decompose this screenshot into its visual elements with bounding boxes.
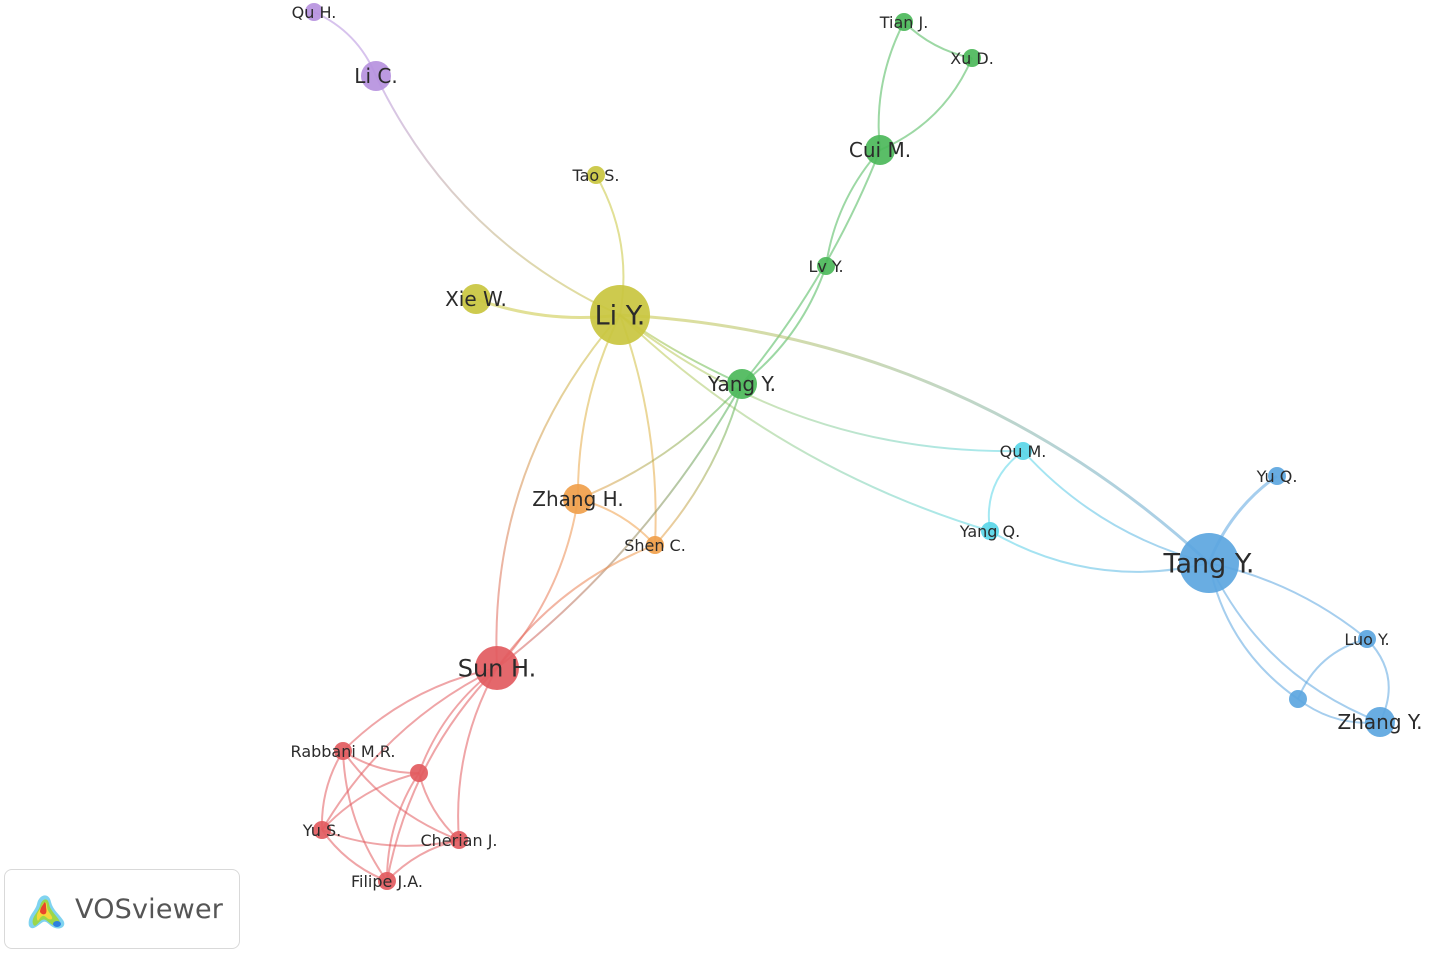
link-luo_y-blue_anon [1297, 638, 1368, 700]
label-zhang_y: Zhang Y. [1338, 710, 1423, 734]
link-sun_h-yu_s [321, 667, 498, 831]
node-rabbani[interactable] [334, 742, 352, 760]
node-cui_m[interactable] [865, 135, 895, 165]
label-shen_c: Shen C. [624, 536, 686, 555]
node-qu_h[interactable] [305, 3, 323, 21]
link-red_anon-filipe_ja [385, 772, 420, 882]
node-xu_d[interactable] [963, 49, 981, 67]
label-sun_h: Sun H. [458, 655, 537, 683]
label-luo_y: Luo Y. [1344, 630, 1389, 649]
node-zhang_y[interactable] [1365, 707, 1395, 737]
label-filipe_ja: Filipe J.A. [351, 872, 423, 891]
node-lv_y[interactable] [817, 257, 835, 275]
link-yang_y-sun_h [496, 383, 743, 669]
node-yang_q[interactable] [981, 522, 999, 540]
label-tian_j: Tian J. [879, 13, 929, 32]
link-tian_j-cui_m [877, 21, 905, 151]
link-qu_m-tang_y [1022, 450, 1210, 564]
node-yang_y[interactable] [727, 369, 757, 399]
node-xie_w[interactable] [461, 284, 491, 314]
node-tang_y[interactable] [1179, 533, 1239, 593]
node-blue_anon[interactable] [1289, 690, 1307, 708]
link-li_y-tang_y [619, 313, 1211, 565]
label-yu_s: Yu S. [302, 821, 341, 840]
node-tian_j[interactable] [895, 13, 913, 31]
link-sun_h-cherian_j [457, 667, 498, 841]
node-qu_m[interactable] [1014, 442, 1032, 460]
label-qu_h: Qu H. [292, 3, 337, 22]
node-filipe_ja[interactable] [378, 872, 396, 890]
link-li_y-sun_h [495, 314, 621, 669]
link-yang_y-shen_c [654, 383, 743, 546]
node-tao_s[interactable] [587, 166, 605, 184]
link-lv_y-yang_y [741, 265, 827, 385]
label-tang_y: Tang Y. [1162, 549, 1254, 580]
node-yu_q[interactable] [1268, 467, 1286, 485]
label-xu_d: Xu D. [950, 49, 994, 68]
link-qu_m-yang_q [987, 450, 1024, 532]
link-yu_s-cherian_j [321, 829, 460, 847]
label-zhang_h: Zhang H. [532, 487, 623, 511]
node-red_anon[interactable] [410, 764, 428, 782]
link-shen_c-sun_h [496, 544, 656, 669]
label-xie_w: Xie W. [445, 287, 507, 311]
label-yang_q: Yang Q. [959, 522, 1020, 541]
link-li_y-yang_q [619, 314, 991, 532]
node-sun_h[interactable] [475, 646, 519, 690]
node-shen_c[interactable] [646, 536, 664, 554]
node-cherian_j[interactable] [450, 831, 468, 849]
vosviewer-logo: VOSviewer [4, 869, 240, 949]
node-zhang_h[interactable] [563, 484, 593, 514]
link-li_c-li_y [375, 75, 621, 316]
link-rabbani-filipe_ja [342, 750, 388, 882]
label-tao_s: Tao S. [571, 166, 619, 185]
link-zhang_h-sun_h [496, 498, 579, 669]
link-rabbani-cherian_j [342, 750, 460, 841]
node-li_y[interactable] [590, 285, 650, 345]
vosviewer-logo-text: VOSviewer [75, 893, 224, 925]
link-xu_d-cui_m [879, 57, 973, 151]
label-lv_y: Lv Y. [808, 257, 843, 276]
label-li_y: Li Y. [595, 301, 646, 332]
node-luo_y[interactable] [1358, 630, 1376, 648]
link-li_y-qu_m [619, 314, 1024, 453]
label-yu_q: Yu Q. [1256, 467, 1298, 486]
label-qu_m: Qu M. [1000, 442, 1047, 461]
label-rabbani: Rabbani M.R. [291, 742, 396, 761]
label-li_c: Li C. [354, 64, 397, 88]
link-yang_y-zhang_h [577, 383, 743, 500]
link-tang_y-zhang_y [1208, 562, 1381, 723]
label-yang_y: Yang Y. [707, 372, 776, 396]
link-red_anon-yu_s [321, 772, 420, 831]
link-sun_h-filipe_ja [386, 667, 498, 882]
node-li_c[interactable] [361, 61, 391, 91]
vosviewer-logo-icon [28, 895, 65, 929]
node-yu_s[interactable] [313, 821, 331, 839]
nodes-layer [305, 3, 1395, 890]
link-li_y-shen_c [619, 314, 657, 546]
label-cherian_j: Cherian J. [420, 831, 497, 850]
labels-layer: Li Y. Tao S. Xie W. Li C. Qu H. Tian J. Xu D. C… [291, 3, 1423, 891]
label-cui_m: Cui M. [849, 138, 911, 162]
